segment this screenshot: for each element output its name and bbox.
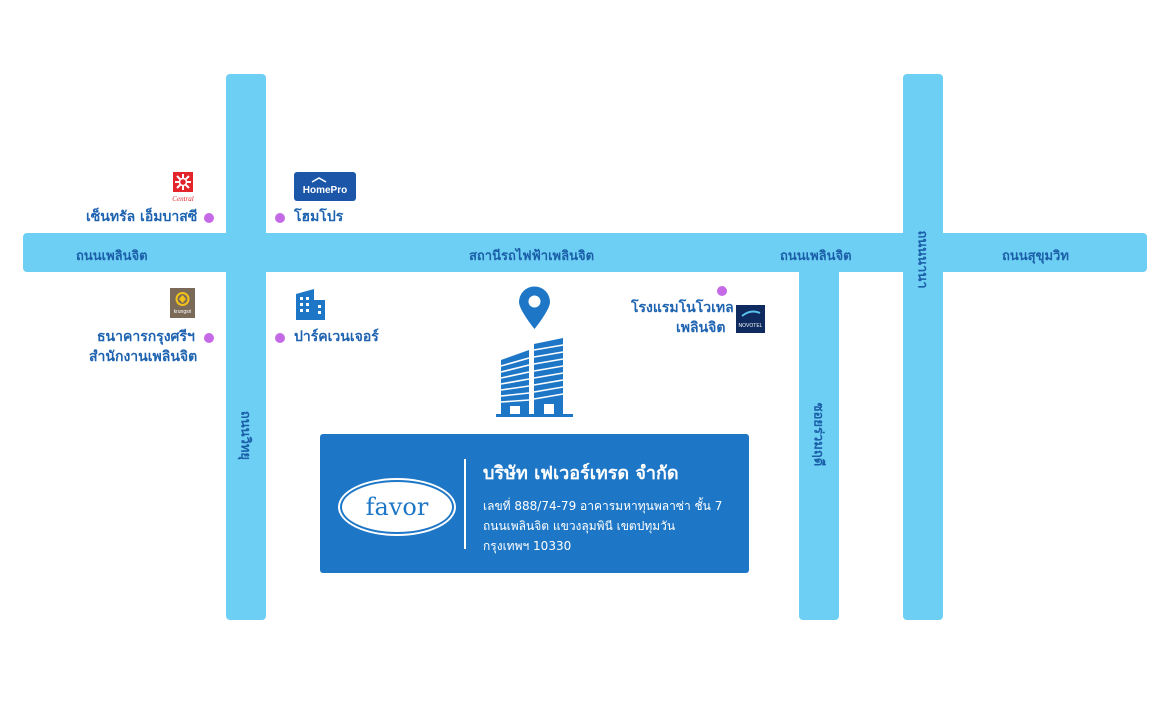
- company-address-line1: เลขที่ 888/74-79 อาคารมหาทุนพลาซ่า ชั้น …: [483, 499, 723, 513]
- poi-dot-krungsri: [204, 333, 214, 343]
- poi-dot-park-ventures: [275, 333, 285, 343]
- road-nana: [903, 74, 943, 620]
- location-pin-icon: [518, 286, 551, 329]
- place-novotel-line1: โรงแรมโนโวเทล: [631, 300, 734, 316]
- favor-logo: favor: [340, 480, 454, 534]
- road-phloenchit: [23, 233, 1147, 272]
- place-novotel-line2: เพลินจิต: [676, 320, 726, 336]
- place-central-embassy: เซ็นทรัล เอ็มบาสซี: [86, 209, 198, 225]
- road-label-withayu: ถนนวิทยุ: [237, 410, 253, 461]
- road-soi-ruamrudee: [799, 233, 839, 620]
- place-krungsri-line2: สำนักงานเพลินจิต: [89, 349, 198, 365]
- building-icon: [294, 288, 326, 320]
- road-label-sukhumvit: ถนนสุขุมวิท: [1002, 249, 1069, 264]
- road-withayu: [226, 74, 266, 620]
- road-label-soi-ruamrudee: ซอยร่วมฤดี: [810, 402, 826, 467]
- place-krungsri-line1: ธนาคารกรุงศรีฯ: [97, 329, 195, 345]
- place-park-ventures: ปาร์คเวนเจอร์: [294, 329, 379, 345]
- road-label-phloenchit-left: ถนนเพลินจิต: [76, 249, 148, 264]
- company-card: favor บริษัท เฟเวอร์เทรด จำกัด เลขที่ 88…: [320, 434, 749, 573]
- homepro-logo-text: HomePro: [303, 185, 347, 196]
- road-label-nana: ถนนนานา: [914, 230, 930, 289]
- poi-dot-homepro: [275, 213, 285, 223]
- poi-dot-central: [204, 213, 214, 223]
- office-towers-icon: [496, 338, 573, 418]
- krungsri-logo-text: krungsri: [174, 309, 192, 315]
- krungsri-logo: krungsri: [170, 288, 195, 318]
- novotel-logo: NOVOTEL: [736, 305, 765, 333]
- company-name: บริษัท เฟเวอร์เทรด จำกัด: [483, 463, 679, 484]
- card-divider: [464, 459, 466, 549]
- homepro-logo: HomePro: [294, 172, 356, 201]
- novotel-logo-text: NOVOTEL: [739, 323, 763, 329]
- place-homepro: โฮมโปร: [294, 209, 344, 225]
- road-label-station: สถานีรถไฟฟ้าเพลินจิต: [469, 249, 595, 264]
- central-logo-text: Central: [172, 195, 193, 203]
- company-address-line2: ถนนเพลินจิต แขวงลุมพินี เขตปทุมวัน: [483, 519, 676, 533]
- road-label-phloenchit-right: ถนนเพลินจิต: [780, 249, 852, 264]
- central-logo: Central: [169, 171, 197, 203]
- company-address-line3: กรุงเทพฯ 10330: [483, 539, 572, 553]
- poi-dot-novotel: [717, 286, 727, 296]
- favor-logo-text: favor: [365, 493, 429, 521]
